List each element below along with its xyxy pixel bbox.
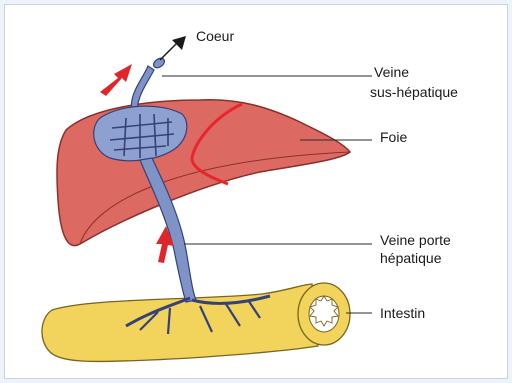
label-veine-porte-line2: hépatique <box>380 250 442 267</box>
label-foie: Foie <box>380 129 407 146</box>
arrow-to-heart <box>160 42 178 60</box>
label-veine-sus-line1: Veine <box>374 64 409 81</box>
upward-flow-arrow-heart <box>100 64 132 96</box>
label-veine-porte-line1: Veine porte <box>380 232 451 249</box>
label-intestin: Intestin <box>380 305 425 322</box>
label-coeur: Coeur <box>196 28 234 45</box>
arrowhead-to-heart <box>172 36 186 50</box>
label-veine-sus-line2: sus-hépatique <box>370 84 458 101</box>
intestine <box>42 283 350 362</box>
